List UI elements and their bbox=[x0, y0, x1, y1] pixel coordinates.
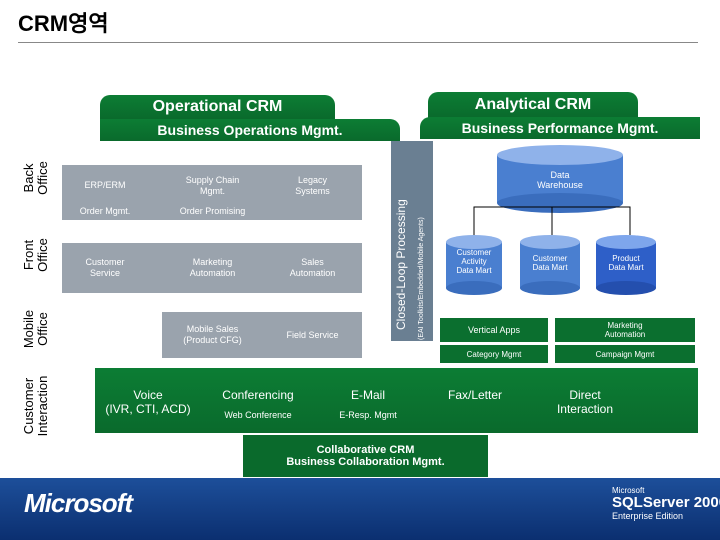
customer-service-cell: Customer Service bbox=[85, 257, 125, 278]
closed-loop-title: Closed-Loop Processing bbox=[394, 199, 408, 330]
voice-channel: Voice (IVR, CTI, ACD) bbox=[105, 388, 191, 416]
analytical-crm-subheader: Business Performance Mgmt. bbox=[420, 117, 700, 139]
erp-erm-cell: ERP/ERM bbox=[84, 180, 126, 190]
product-data-mart-cylinder bbox=[596, 235, 656, 295]
closed-loop-bar bbox=[391, 141, 433, 341]
marketing-automation-cell: Marketing Automation bbox=[189, 257, 236, 278]
row-label-back-office: Back Office bbox=[21, 161, 50, 195]
title-divider bbox=[18, 42, 698, 43]
customer-activity-label: Customer Activity Data Mart bbox=[456, 248, 492, 275]
microsoft-logo: Microsoft bbox=[24, 488, 133, 518]
row-label-front-office: Front Office bbox=[21, 238, 50, 272]
operational-crm-header: Operational CRM bbox=[100, 95, 335, 119]
front-office-block bbox=[62, 243, 362, 293]
closed-loop-subtitle: (EAI Toolkits/Embedded/Mobile Agents) bbox=[418, 217, 425, 340]
row-label-mobile-office: Mobile Office bbox=[21, 309, 50, 349]
direct-interaction-channel: Direct Interaction bbox=[556, 388, 614, 416]
order-promising-cell: Order Promising bbox=[179, 205, 246, 216]
email-channel: E-Mail bbox=[350, 388, 385, 402]
order-mgmt-cell: Order Mgmt. bbox=[79, 205, 131, 216]
mobile-office-block bbox=[162, 312, 362, 358]
sql-product: SQLServer 2000 bbox=[612, 494, 720, 511]
back-office-block bbox=[62, 165, 362, 220]
customer-activity-cylinder bbox=[446, 235, 502, 295]
marketing-automation-box: Marketing Automation bbox=[555, 318, 695, 342]
row-label-customer-interaction: Customer Interaction bbox=[21, 375, 50, 437]
sql-brand: Microsoft bbox=[612, 486, 645, 495]
operational-crm-subheader: Business Operations Mgmt. bbox=[100, 119, 400, 141]
field-service-cell: Field Service bbox=[286, 329, 339, 340]
customer-data-mart-label: Customer Data Mart bbox=[532, 254, 568, 272]
legacy-systems-cell: Legacy Systems bbox=[295, 174, 330, 196]
sql-edition: Enterprise Edition bbox=[612, 511, 684, 521]
data-warehouse-cylinder bbox=[497, 145, 623, 213]
product-data-mart-label: Product Data Mart bbox=[608, 254, 644, 272]
campaign-mgmt-box: Campaign Mgmt bbox=[555, 345, 695, 363]
collaborative-crm-subtitle: Business Collaboration Mgmt. bbox=[286, 456, 445, 468]
sales-automation-cell: Sales Automation bbox=[289, 257, 336, 278]
footer-band bbox=[0, 478, 720, 540]
customer-data-mart-cylinder bbox=[520, 235, 580, 295]
analytical-crm-header: Analytical CRM bbox=[428, 92, 638, 118]
web-conference-channel: Web Conference bbox=[224, 410, 292, 420]
collaborative-crm-box: Collaborative CRM Business Collaboration… bbox=[243, 435, 488, 477]
collaborative-crm-title: Collaborative CRM bbox=[316, 444, 415, 456]
customer-interaction-band bbox=[95, 368, 698, 433]
e-resp-mgmt-channel: E-Resp. Mgmt bbox=[339, 410, 397, 420]
supply-chain-cell: Supply Chain Mgmt. bbox=[185, 174, 240, 196]
warehouse-connectors bbox=[473, 206, 631, 235]
page-title: CRM영역 bbox=[18, 11, 109, 36]
conferencing-channel: Conferencing bbox=[222, 388, 294, 402]
mobile-sales-cell: Mobile Sales (Product CFG) bbox=[183, 324, 242, 345]
category-mgmt-box: Category Mgmt bbox=[440, 345, 548, 363]
data-warehouse-label: Data Warehouse bbox=[537, 170, 583, 190]
fax-letter-channel: Fax/Letter bbox=[447, 388, 503, 402]
vertical-apps-box: Vertical Apps bbox=[440, 318, 548, 342]
sql-server-logo: Microsoft SQLServer 2000 Enterprise Edit… bbox=[612, 486, 720, 521]
